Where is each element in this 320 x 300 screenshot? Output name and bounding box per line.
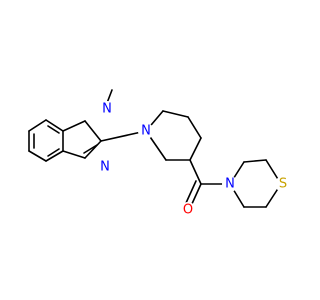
nitrogen-label: N [100,160,110,175]
bond [189,137,202,161]
atom-n-thiomorpholine: N [222,176,238,192]
imidazole-ring [62,120,102,159]
bond [162,110,189,118]
nitrogen-label: N [141,124,151,139]
double-bond [185,180,197,204]
atom-n-methyl: N [99,101,115,117]
bond [45,150,64,162]
double-bond-inner [47,125,60,134]
nitrogen-label: N [225,177,235,192]
piperidine-ring [145,110,202,161]
double-bond [190,183,202,207]
atom-s-thiomorpholine: S [275,176,291,192]
bond [45,119,64,132]
molecule-structure: N N N N O S [28,89,291,218]
bond [62,120,86,132]
double-bond-inner [47,148,60,157]
bond [28,119,47,132]
benzene-ring [28,119,64,162]
atom-n-imine: N [97,159,113,175]
bond [187,116,202,139]
oxygen-label: O [183,203,193,218]
bond [243,159,267,163]
bond [62,150,86,159]
bond [189,159,202,185]
bond [84,140,102,159]
atom-o-carbonyl: O [180,202,196,218]
sulfur-label: S [279,177,287,192]
atom-n-piperidine: N [138,123,154,139]
nitrogen-label: N [102,102,112,117]
double-bond-inner [83,144,98,154]
structure-canvas: N N N N O S [28,89,291,218]
methyl-bond [106,89,113,104]
bond [84,120,102,142]
bond [28,150,47,162]
